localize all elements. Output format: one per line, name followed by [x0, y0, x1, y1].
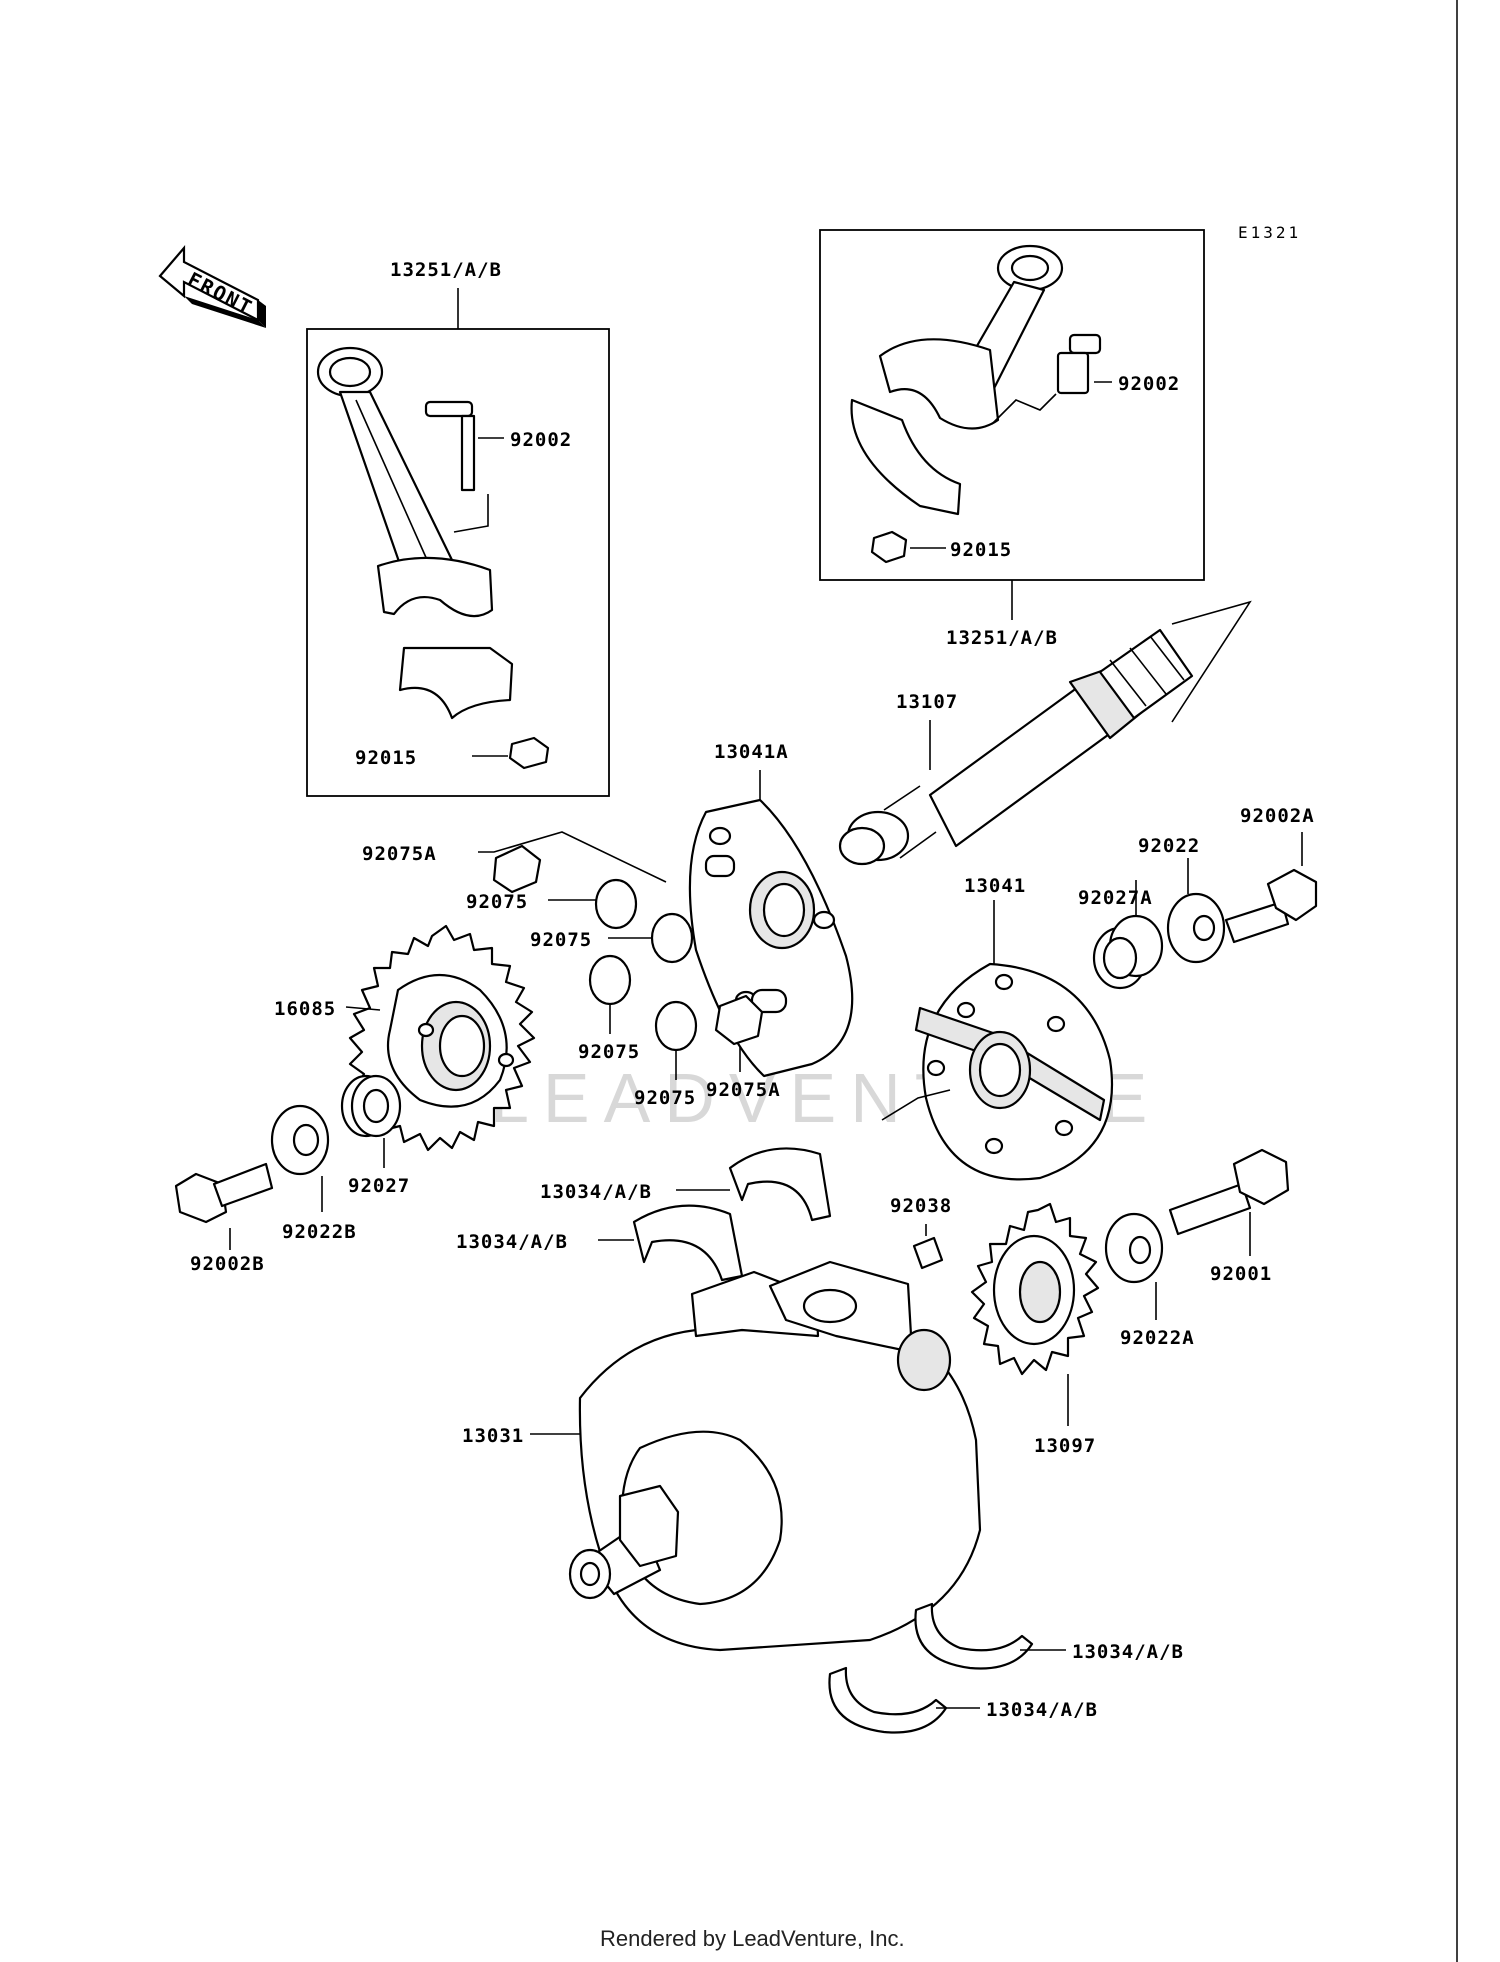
- conrod-bolt-right[interactable]: [1056, 333, 1102, 395]
- callout-nut-left[interactable]: 92015: [355, 747, 417, 769]
- bearing-4[interactable]: [828, 1666, 948, 1734]
- callout-bearing-4[interactable]: 13034/A/B: [986, 1699, 1098, 1721]
- bearing-2[interactable]: [632, 1204, 744, 1282]
- crankshaft[interactable]: [568, 1260, 982, 1652]
- shaft[interactable]: [838, 628, 1194, 866]
- callout-bearing-1[interactable]: 13034/A/B: [540, 1181, 652, 1203]
- collar-a[interactable]: [1092, 914, 1164, 990]
- callout-shaft[interactable]: 13107: [896, 691, 958, 713]
- callout-coupling[interactable]: 13041: [964, 875, 1026, 897]
- damper-2[interactable]: [650, 912, 694, 964]
- washer[interactable]: [1166, 892, 1226, 964]
- callout-coupling-a[interactable]: 13041A: [714, 741, 789, 763]
- conrod-nut-left[interactable]: [508, 736, 550, 770]
- callout-damper-1[interactable]: 92075: [466, 891, 528, 913]
- callout-washer[interactable]: 92022: [1138, 835, 1200, 857]
- callout-damper-4[interactable]: 92075: [634, 1087, 696, 1109]
- conrod-bolt-left[interactable]: [424, 400, 476, 492]
- coupling-a[interactable]: [688, 798, 854, 1078]
- key[interactable]: [912, 1236, 944, 1270]
- gear[interactable]: [348, 924, 536, 1152]
- callout-bolt-right[interactable]: 92002: [1118, 373, 1180, 395]
- damper-1[interactable]: [594, 878, 638, 930]
- connecting-rod-left[interactable]: [316, 346, 514, 720]
- callout-damper-a1[interactable]: 92075A: [362, 843, 437, 865]
- callout-bolt-a[interactable]: 92002A: [1240, 805, 1315, 827]
- shaft-axis-line: [1171, 600, 1252, 723]
- callout-key[interactable]: 92038: [890, 1195, 952, 1217]
- washer-a[interactable]: [1104, 1212, 1164, 1284]
- damper-3[interactable]: [588, 954, 632, 1006]
- callout-bearing-2[interactable]: 13034/A/B: [456, 1231, 568, 1253]
- bearing-1[interactable]: [728, 1147, 832, 1222]
- collar[interactable]: [340, 1074, 402, 1138]
- callout-conrod-left[interactable]: 13251/A/B: [390, 259, 502, 281]
- callout-crankshaft[interactable]: 13031: [462, 1425, 524, 1447]
- damper-a2[interactable]: [714, 994, 764, 1046]
- callout-crank-gear[interactable]: 13097: [1034, 1435, 1096, 1457]
- bolt[interactable]: [1168, 1148, 1290, 1236]
- callout-gear[interactable]: 16085: [274, 998, 336, 1020]
- callout-nut-right[interactable]: 92015: [950, 539, 1012, 561]
- washer-b[interactable]: [270, 1104, 330, 1176]
- callout-conrod-right[interactable]: 13251/A/B: [946, 627, 1058, 649]
- coupling[interactable]: [914, 962, 1114, 1181]
- damper-4[interactable]: [654, 1000, 698, 1052]
- conrod-nut-right[interactable]: [870, 530, 908, 564]
- callout-bolt-left[interactable]: 92002: [510, 429, 572, 451]
- callout-collar-a[interactable]: 92027A: [1078, 887, 1153, 909]
- front-arrow-icon: FRONT: [158, 245, 266, 328]
- callout-damper-a2[interactable]: 92075A: [706, 1079, 781, 1101]
- connecting-rod-right[interactable]: [850, 244, 1064, 516]
- callout-damper-3[interactable]: 92075: [578, 1041, 640, 1063]
- bolt-a[interactable]: [1224, 868, 1318, 944]
- footer-credit: Rendered by LeadVenture, Inc.: [600, 1926, 905, 1951]
- callout-bolt[interactable]: 92001: [1210, 1263, 1272, 1285]
- callout-collar[interactable]: 92027: [348, 1175, 410, 1197]
- crank-gear[interactable]: [970, 1202, 1100, 1376]
- bolt-b[interactable]: [174, 1162, 274, 1224]
- bearing-3[interactable]: [914, 1602, 1034, 1670]
- callout-bearing-3[interactable]: 13034/A/B: [1072, 1641, 1184, 1663]
- callout-washer-b[interactable]: 92022B: [282, 1221, 357, 1243]
- callout-damper-2[interactable]: 92075: [530, 929, 592, 951]
- diagram-code: E1321: [1238, 223, 1301, 242]
- callout-washer-a[interactable]: 92022A: [1120, 1327, 1195, 1349]
- damper-a1[interactable]: [492, 844, 542, 894]
- callout-bolt-b[interactable]: 92002B: [190, 1253, 265, 1275]
